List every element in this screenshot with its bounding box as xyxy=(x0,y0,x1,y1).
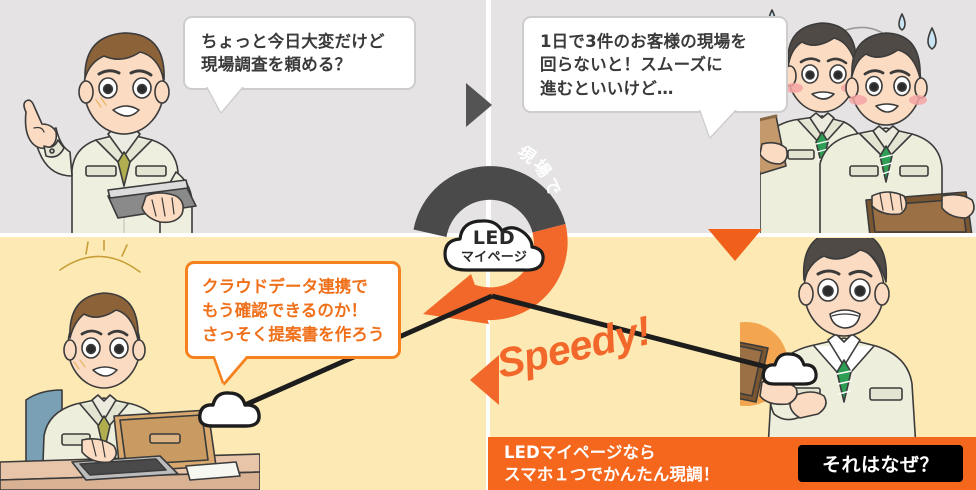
banner-message: LEDマイページなら スマホ１つでかんたん現調！ xyxy=(504,443,720,484)
led-mypage-cloud-badge: LED マイページ xyxy=(440,214,548,276)
illustration-office-worker xyxy=(0,237,261,490)
speech-bubble-top-left: ちょっと今日大変だけど 現場調査を頼める？ xyxy=(183,16,416,112)
left-step-arrow-icon xyxy=(470,355,499,405)
speech-bubble-top-right: 1日で3件のお客様の現場を 回らないと！スムーズに 進むといいけど… xyxy=(522,16,788,138)
speech-bubble-tail xyxy=(207,85,243,112)
why-cta-label: それはなぜ？ xyxy=(821,454,939,476)
illustration-supervisor xyxy=(0,0,200,237)
speech-bubble-tail xyxy=(214,354,248,383)
next-step-arrow-icon xyxy=(466,83,492,127)
bottom-banner: LEDマイページなら スマホ１つでかんたん現調！ それはなぜ？ xyxy=(488,437,976,490)
led-badge-line1: LED xyxy=(472,226,516,249)
speech-bubble-top-right-text: 1日で3件のお客様の現場を 回らないと！スムーズに 進むといいけど… xyxy=(540,32,748,98)
speech-bubble-top-left-text: ちょっと今日大変だけど 現場調査を頼める？ xyxy=(201,32,385,75)
led-badge-line2: マイページ xyxy=(460,249,528,265)
illustration-smartphone-worker xyxy=(703,229,976,449)
illustration-worried-workers xyxy=(748,0,976,237)
speech-bubble-bottom-left-text: クラウドデータ連携で もう確認できるのか！ さっそく提案書を作ろう xyxy=(202,277,385,344)
speech-bubble-tail xyxy=(700,109,736,138)
why-cta-button[interactable]: それはなぜ？ xyxy=(798,445,963,482)
down-step-arrow-icon xyxy=(708,229,762,261)
speech-bubble-bottom-left: クラウドデータ連携で もう確認できるのか！ さっそく提案書を作ろう xyxy=(185,261,401,383)
